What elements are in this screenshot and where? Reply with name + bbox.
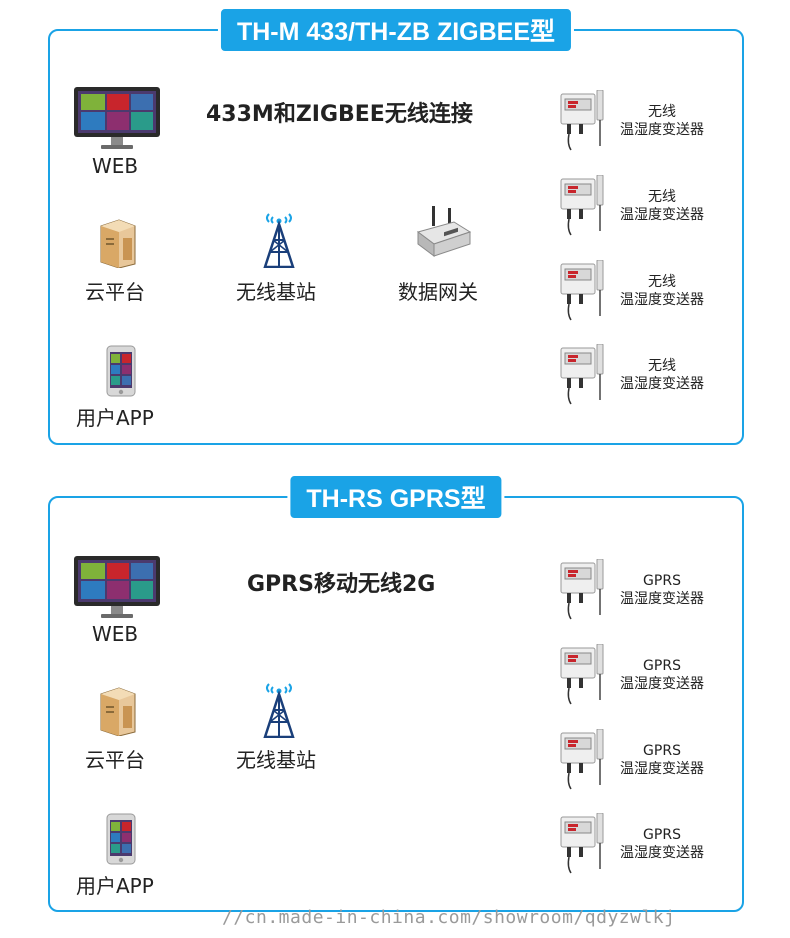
server-icon bbox=[100, 219, 136, 268]
phone-icon bbox=[106, 813, 136, 865]
cloud-platform-label: 云平台 bbox=[85, 748, 145, 772]
device-type: GPRS bbox=[643, 743, 681, 759]
device-type: 无线 bbox=[648, 358, 676, 374]
watermark-url: //cn.made-in-china.com/showroom/qdyzwlkj bbox=[222, 907, 676, 928]
device-name: 温湿度变送器 bbox=[620, 845, 704, 861]
device-name: 温湿度变送器 bbox=[620, 122, 704, 138]
device-label: 无线温湿度变送器 bbox=[610, 357, 714, 393]
user-app-label: 用户APP bbox=[76, 406, 154, 430]
device-type: 无线 bbox=[648, 104, 676, 120]
base-station-label: 无线基站 bbox=[236, 748, 316, 772]
device-type: GPRS bbox=[643, 827, 681, 843]
server-icon bbox=[100, 687, 136, 736]
device-label: GPRS 温湿度变送器 bbox=[610, 742, 714, 778]
panel-title: TH-RS GPRS型 bbox=[287, 473, 505, 522]
temperature-humidity-transmitter-icon bbox=[557, 259, 609, 326]
temperature-humidity-transmitter-icon bbox=[557, 174, 609, 241]
antenna-tower-icon bbox=[263, 213, 295, 268]
device-label: 无线温湿度变送器 bbox=[610, 273, 714, 309]
device-label: GPRS 温湿度变送器 bbox=[610, 572, 714, 608]
device-name: 温湿度变送器 bbox=[620, 207, 704, 223]
temperature-humidity-transmitter-icon bbox=[557, 558, 609, 625]
device-name: 温湿度变送器 bbox=[620, 761, 704, 777]
antenna-tower-icon bbox=[263, 683, 295, 738]
device-label: 无线温湿度变送器 bbox=[610, 103, 714, 139]
device-type: 无线 bbox=[648, 189, 676, 205]
device-label: GPRS 温湿度变送器 bbox=[610, 826, 714, 862]
phone-icon bbox=[106, 345, 136, 397]
panel-zigbee: TH-M 433/TH-ZB ZIGBEE型 bbox=[48, 6, 744, 445]
web-label: WEB bbox=[92, 622, 139, 646]
device-name: 温湿度变送器 bbox=[620, 676, 704, 692]
device-label: GPRS 温湿度变送器 bbox=[610, 657, 714, 693]
temperature-humidity-transmitter-icon bbox=[557, 89, 609, 156]
connection-title: GPRS移动无线2G bbox=[247, 572, 436, 597]
temperature-humidity-transmitter-icon bbox=[557, 728, 609, 795]
device-name: 温湿度变送器 bbox=[620, 292, 704, 308]
connection-title: 433M和ZIGBEE无线连接 bbox=[206, 102, 473, 127]
device-type: GPRS bbox=[643, 658, 681, 674]
monitor-icon bbox=[74, 87, 160, 149]
panel-title: TH-M 433/TH-ZB ZIGBEE型 bbox=[217, 6, 575, 55]
panel-gprs: TH-RS GPRS型 bbox=[48, 473, 744, 912]
web-label: WEB bbox=[92, 154, 139, 178]
gateway-router-icon bbox=[416, 206, 472, 257]
device-type: GPRS bbox=[643, 573, 681, 589]
user-app-label: 用户APP bbox=[76, 874, 154, 898]
monitor-icon bbox=[74, 556, 160, 618]
device-type: 无线 bbox=[648, 274, 676, 290]
temperature-humidity-transmitter-icon bbox=[557, 812, 609, 879]
data-gateway-label: 数据网关 bbox=[398, 280, 478, 304]
base-station-label: 无线基站 bbox=[236, 280, 316, 304]
cloud-platform-label: 云平台 bbox=[85, 280, 145, 304]
temperature-humidity-transmitter-icon bbox=[557, 643, 609, 710]
device-label: 无线温湿度变送器 bbox=[610, 188, 714, 224]
temperature-humidity-transmitter-icon bbox=[557, 343, 609, 410]
device-name: 温湿度变送器 bbox=[620, 376, 704, 392]
device-name: 温湿度变送器 bbox=[620, 591, 704, 607]
